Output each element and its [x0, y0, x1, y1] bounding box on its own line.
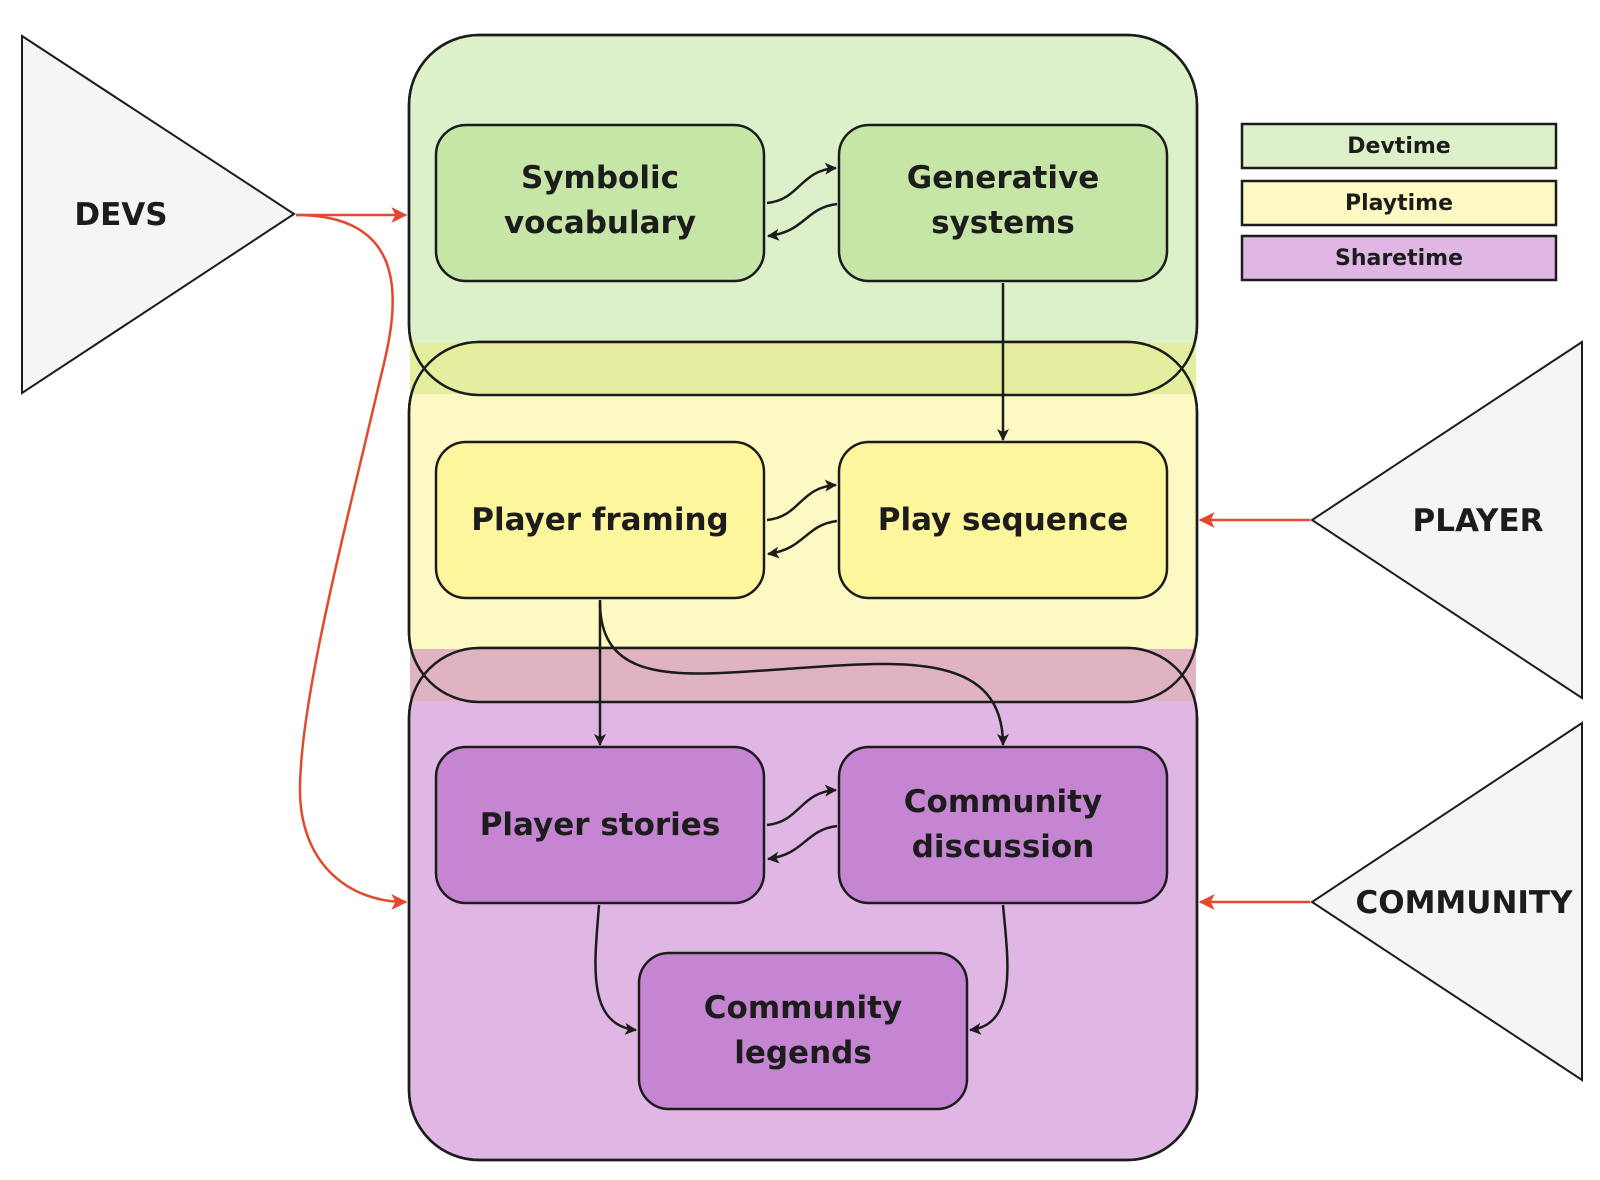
- node-community-discussion: Community discussion: [837, 745, 1169, 905]
- edge-stories-to-discussion: [766, 784, 837, 827]
- edge-vocab-to-generative: [766, 162, 837, 205]
- actor-devs: DEVS: [21, 34, 296, 395]
- node-label: Generative: [907, 160, 1099, 196]
- node-label: systems: [931, 205, 1075, 241]
- node-label: Player stories: [480, 807, 721, 843]
- node-label: Player framing: [471, 502, 729, 538]
- node-play-sequence: Play sequence: [837, 440, 1169, 600]
- legend-item-devtime: Devtime: [1240, 122, 1558, 170]
- edge-framing-to-sequence: [766, 479, 837, 522]
- devtime-playtime-overlap-fill: [410, 343, 1196, 394]
- node-player-stories: Player stories: [434, 745, 766, 905]
- node-community-legends: Community legends: [637, 951, 969, 1111]
- edge-discussion-to-stories: [767, 824, 838, 864]
- node-label: Symbolic: [521, 160, 679, 196]
- edge-discussion-to-legends: [969, 904, 1009, 1035]
- node-player-framing: Player framing: [434, 440, 766, 600]
- node-label: Play sequence: [878, 502, 1129, 538]
- actor-label-community: COMMUNITY: [1355, 885, 1573, 921]
- actor-player: PLAYER: [1310, 340, 1583, 700]
- playtime-zone-outline: [407, 340, 1199, 704]
- legend-label: Playtime: [1345, 191, 1453, 216]
- playtime-sharetime-overlap-fill: [410, 649, 1196, 701]
- node-symbolic-vocabulary: Symbolic vocabulary: [434, 123, 766, 283]
- legend: Devtime Playtime Sharetime: [1240, 122, 1558, 282]
- node-label: Community: [904, 784, 1102, 820]
- actor-label-player: PLAYER: [1413, 503, 1544, 539]
- edge-stories-to-legends: [594, 904, 637, 1035]
- legend-item-playtime: Playtime: [1240, 179, 1558, 227]
- devtime-zone-outline: [407, 33, 1199, 397]
- edge-devs-to-sharetime: [295, 213, 408, 910]
- legend-item-sharetime: Sharetime: [1240, 234, 1558, 282]
- legend-label: Sharetime: [1335, 246, 1463, 271]
- node-label: Community: [704, 990, 902, 1026]
- node-generative-systems: Generative systems: [837, 123, 1169, 283]
- edge-sequence-to-framing: [767, 519, 838, 559]
- actor-community: COMMUNITY: [1310, 721, 1583, 1082]
- node-label: vocabulary: [504, 205, 696, 241]
- actor-label-devs: DEVS: [74, 197, 167, 233]
- node-label: legends: [734, 1035, 872, 1071]
- sharetime-zone-outline: [407, 646, 1199, 1162]
- edge-framing-to-discussion: [598, 601, 1009, 746]
- node-label: discussion: [912, 829, 1095, 865]
- legend-label: Devtime: [1347, 134, 1450, 159]
- edge-generative-to-vocab: [767, 202, 838, 241]
